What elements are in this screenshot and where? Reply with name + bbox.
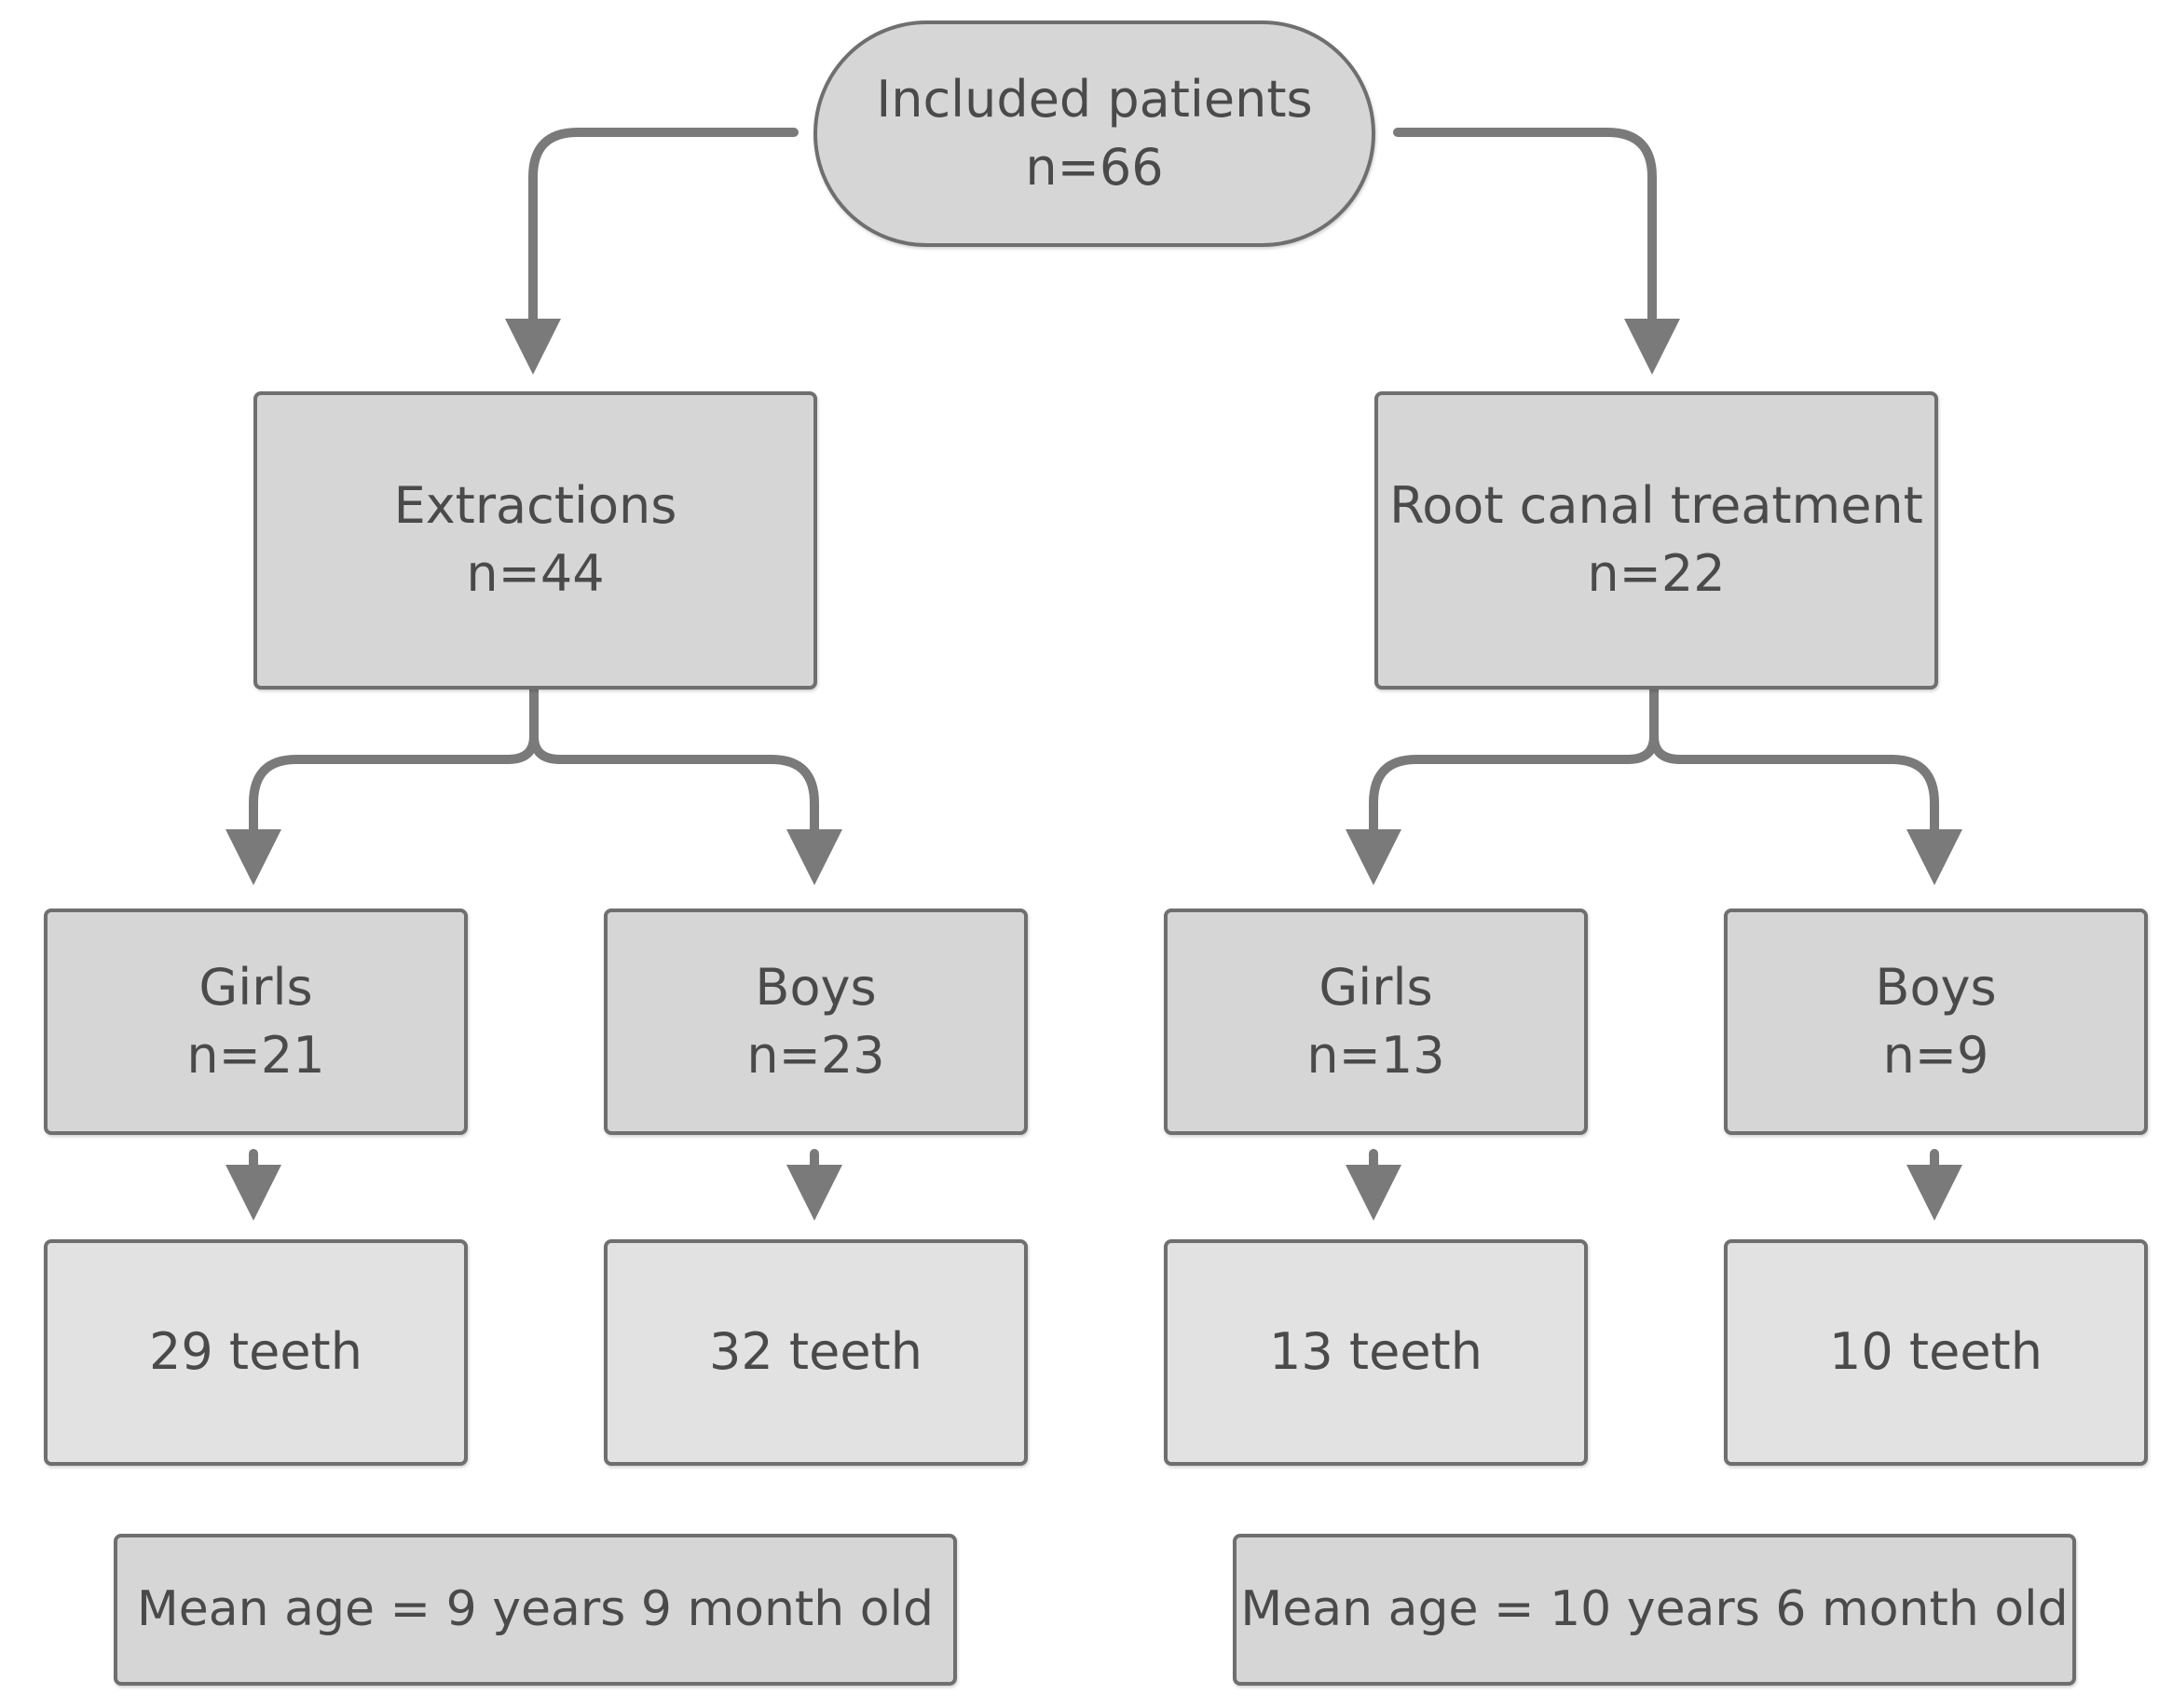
extractions-count: n=44 <box>466 544 605 603</box>
root-canal-girls-teeth-node: 13 teeth <box>1164 1239 1588 1466</box>
extractions-girls-count: n=21 <box>186 1025 325 1085</box>
included-patients-count: n=66 <box>1025 137 1164 197</box>
extractions-girls-teeth: 29 teeth <box>149 1322 362 1382</box>
extractions-title: Extractions <box>393 476 677 536</box>
arrow-start-to-extractions <box>505 128 799 375</box>
root-canal-boys-count: n=9 <box>1882 1025 1989 1085</box>
root-canal-boys-node: Boys n=9 <box>1724 909 2148 1135</box>
extractions-boys-node: Boys n=23 <box>604 909 1028 1135</box>
included-patients-title: Included patients <box>876 69 1313 129</box>
root-canal-node: Root canal treatment n=22 <box>1374 391 1938 690</box>
root-canal-boys-label: Boys <box>1875 957 1997 1017</box>
included-patients-node: Included patients n=66 <box>813 20 1375 247</box>
root-canal-girls-label: Girls <box>1319 957 1433 1017</box>
extractions-mean-age: Mean age = 9 years 9 month old <box>136 1581 935 1638</box>
root-canal-title: Root canal treatment <box>1389 476 1923 536</box>
extractions-boys-label: Boys <box>755 957 877 1017</box>
arrow-extractions-to-girls <box>225 685 539 885</box>
root-canal-count: n=22 <box>1587 544 1726 603</box>
root-canal-mean-age: Mean age = 10 years 6 month old <box>1240 1581 2069 1638</box>
extractions-boys-teeth: 32 teeth <box>709 1322 922 1382</box>
root-canal-mean-age-node: Mean age = 10 years 6 month old <box>1233 1534 2076 1686</box>
arrow-start-to-root-canal <box>1393 128 1680 375</box>
arrow-root-canal-to-girls <box>1346 685 1659 885</box>
arrow-extractions-to-boys <box>529 731 842 885</box>
root-canal-girls-count: n=13 <box>1306 1025 1445 1085</box>
root-canal-girls-teeth: 13 teeth <box>1269 1322 1483 1382</box>
root-canal-boys-teeth-node: 10 teeth <box>1724 1239 2148 1466</box>
root-canal-boys-teeth: 10 teeth <box>1829 1322 2043 1382</box>
extractions-boys-teeth-node: 32 teeth <box>604 1239 1028 1466</box>
extractions-node: Extractions n=44 <box>253 391 817 690</box>
extractions-boys-count: n=23 <box>746 1025 885 1085</box>
extractions-girls-node: Girls n=21 <box>44 909 468 1135</box>
extractions-girls-teeth-node: 29 teeth <box>44 1239 468 1466</box>
extractions-mean-age-node: Mean age = 9 years 9 month old <box>114 1534 957 1686</box>
root-canal-girls-node: Girls n=13 <box>1164 909 1588 1135</box>
extractions-girls-label: Girls <box>198 957 313 1017</box>
arrow-root-canal-to-boys <box>1649 731 1962 885</box>
